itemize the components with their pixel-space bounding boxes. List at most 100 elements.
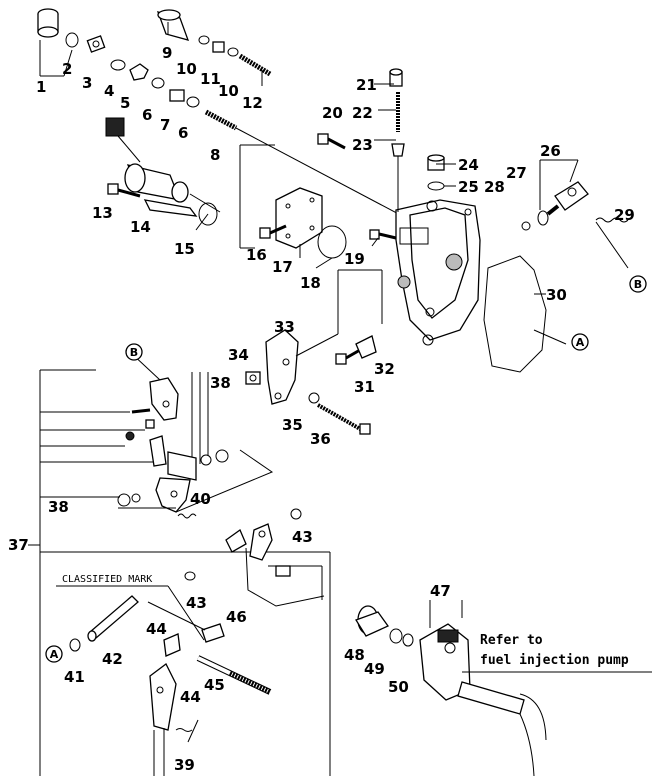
lever-assembly-frame <box>28 369 331 776</box>
part-40-spring <box>177 513 197 519</box>
refer-note-line2: fuel injection pump <box>480 653 629 668</box>
part-8-rod-thread <box>204 109 238 131</box>
callout: 4 <box>104 82 114 100</box>
callout: 40 <box>190 490 211 508</box>
fuel-injection-pump-stub <box>457 681 547 777</box>
callout: 18 <box>300 274 321 292</box>
callout: 46 <box>226 608 247 626</box>
callout: 23 <box>352 136 373 154</box>
callout: 7 <box>160 116 170 134</box>
callout: 32 <box>374 360 395 378</box>
part-13-bolt <box>107 183 141 198</box>
callout: 50 <box>388 678 409 696</box>
callout: 15 <box>174 240 195 258</box>
callout: 24 <box>458 156 479 174</box>
callout: 44 <box>146 620 167 638</box>
callout: 9 <box>162 44 172 62</box>
part-23-nut <box>391 143 405 157</box>
part-2-oring <box>65 32 79 48</box>
part-28-washer <box>521 221 531 231</box>
callout: 25 <box>458 178 479 196</box>
leader-lines <box>39 22 579 743</box>
ref-a-label: A <box>50 648 59 661</box>
part-36-bolt <box>317 403 371 435</box>
classified-mark-label: CLASSIFIED MARK <box>62 574 152 585</box>
callout: 34 <box>228 346 249 364</box>
callout: 42 <box>102 650 123 668</box>
callout: 37 <box>8 536 29 554</box>
part-5-clip <box>129 63 149 81</box>
callout: 10 <box>218 82 239 100</box>
part-26-lever <box>546 181 589 216</box>
part-35-washer <box>308 392 320 404</box>
governor-housing <box>395 199 481 346</box>
callout: 10 <box>176 60 197 78</box>
part-4-washer <box>110 59 126 71</box>
part-11-nut <box>212 41 225 53</box>
callout: 17 <box>272 258 293 276</box>
callout: 16 <box>246 246 267 264</box>
part-29-spring <box>595 217 629 269</box>
callout: 48 <box>344 646 365 664</box>
callout: 6 <box>142 106 152 124</box>
part-34-nut <box>245 371 261 385</box>
callout: 19 <box>344 250 365 268</box>
callout: 38 <box>48 498 69 516</box>
part-25-washer <box>427 181 445 191</box>
part-31-bolt <box>335 348 361 365</box>
part-27-oring <box>537 210 549 226</box>
callout: 30 <box>546 286 567 304</box>
callout: 12 <box>242 94 263 112</box>
part-17-plate <box>275 187 323 249</box>
callout: 45 <box>204 676 225 694</box>
part-19-bolt <box>369 229 397 240</box>
callout: 22 <box>352 104 373 122</box>
part-3-nut <box>86 35 106 53</box>
part-9-sleeve <box>156 9 190 41</box>
part-10b-washer <box>227 47 239 57</box>
callout: 11 <box>200 70 221 88</box>
callout: 8 <box>210 146 220 164</box>
part-33-link <box>265 329 299 405</box>
ref-b-label: B <box>130 346 138 359</box>
callout: 6 <box>178 124 188 142</box>
ref-a-label: A <box>576 336 585 349</box>
part-21-cap <box>389 68 403 87</box>
part-6b-washer <box>186 96 200 108</box>
callout: 47 <box>430 582 451 600</box>
governor-lever <box>149 435 197 513</box>
callout: 29 <box>614 206 635 224</box>
part-15-oring <box>198 202 218 226</box>
part-49-oring <box>389 628 403 644</box>
refer-note-line1: Refer to <box>480 633 543 648</box>
callout: 1 <box>36 78 46 96</box>
part-6-washer <box>151 77 165 89</box>
small-screws <box>125 408 155 441</box>
callout: 13 <box>92 204 113 222</box>
callout: 36 <box>310 430 331 448</box>
callout: 44 <box>180 688 201 706</box>
callout: 14 <box>130 218 151 236</box>
callout: 21 <box>356 76 377 94</box>
callout: 26 <box>540 142 561 160</box>
callout: 20 <box>322 104 343 122</box>
callout: 5 <box>120 94 130 112</box>
callout: 3 <box>82 74 92 92</box>
lever-bracket-b <box>149 377 179 421</box>
ref-a-marker <box>45 645 63 663</box>
part-32-clip <box>355 335 377 359</box>
part-24-plug <box>427 154 445 171</box>
ref-a-marker <box>571 333 589 351</box>
part-50-washer <box>402 633 414 647</box>
callout: 43 <box>186 594 207 612</box>
callout-numbers: 1 2 3 4 5 6 7 6 8 9 10 11 10 12 13 14 15… <box>8 44 635 774</box>
part-18-gasket <box>317 225 347 259</box>
callout: 39 <box>174 756 195 774</box>
callout: 27 <box>506 164 527 182</box>
part-48-cap <box>355 605 389 637</box>
callout: 33 <box>274 318 295 336</box>
speed-lever <box>225 523 291 577</box>
part-12-rod <box>238 53 272 77</box>
reference-markers: A A B B <box>45 275 647 663</box>
